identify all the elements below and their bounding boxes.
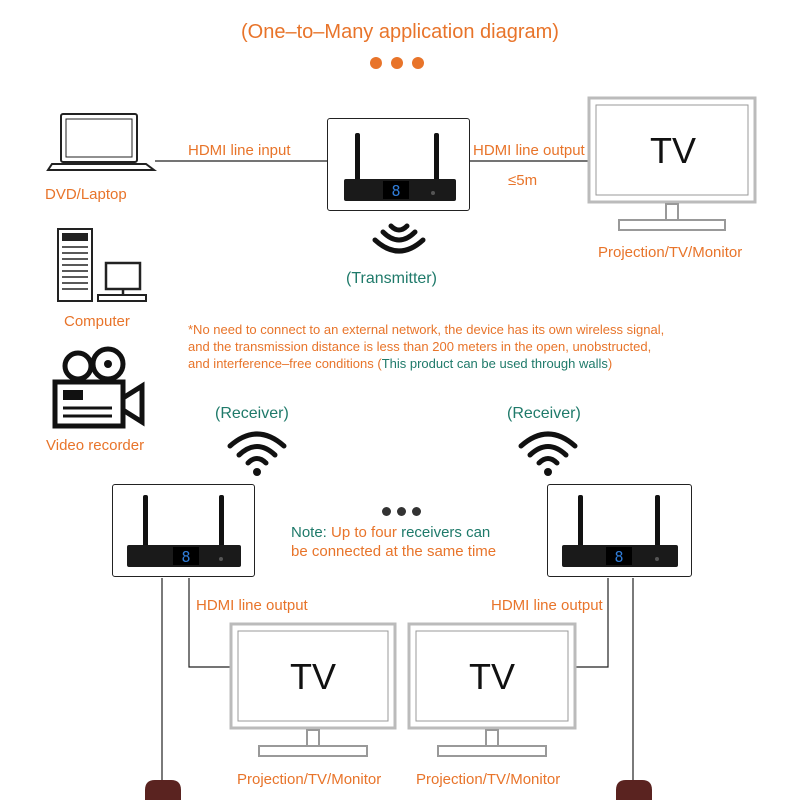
- receiver-label-left: (Receiver): [215, 405, 289, 422]
- laptop-label: DVD/Laptop: [45, 186, 127, 203]
- more-receivers-dots: [382, 503, 430, 521]
- tv-screen-label-bottom-right: TV: [469, 656, 516, 697]
- computer-icon: [57, 228, 147, 302]
- receiver-note: Note: Up to four receivers can be connec…: [291, 523, 496, 561]
- receiver-device-left: 8: [112, 484, 255, 577]
- transmitter-device: 8: [327, 118, 470, 211]
- receiver-note-line1: Note: Up to four receivers can: [291, 524, 491, 541]
- network-note-line1: *No need to connect to an external netwo…: [188, 322, 665, 337]
- receiver-label-right: (Receiver): [507, 405, 581, 422]
- network-note-line3: and interference–free conditions (This p…: [188, 356, 613, 371]
- hdmi-output-label-right: HDMI line output: [491, 597, 603, 614]
- hdmi-output-label-top: HDMI line output: [473, 142, 585, 159]
- receiver-icon-left: 8: [127, 495, 241, 567]
- receiver-display-left: 8: [181, 548, 190, 566]
- video-camera-icon: [52, 346, 145, 429]
- distance-label: ≤5m: [508, 172, 538, 189]
- receiver-display-right: 8: [614, 548, 623, 566]
- decorative-dots: [370, 56, 433, 74]
- tv-monitor-bottom-right: [407, 622, 577, 757]
- hdmi-output-label-left: HDMI line output: [196, 597, 308, 614]
- tv-monitor-bottom-left: [229, 622, 397, 757]
- tv-caption-bottom-left: Projection/TV/Monitor: [237, 771, 382, 788]
- wifi-icon-right: [518, 431, 578, 476]
- power-plug-icon-left: [145, 780, 181, 800]
- power-plug-icon-right: [616, 780, 652, 800]
- tv-caption-bottom-right: Projection/TV/Monitor: [416, 771, 561, 788]
- video-recorder-label: Video recorder: [46, 437, 145, 454]
- network-note: *No need to connect to an external netwo…: [188, 321, 664, 372]
- walls-highlight: This product can be used through walls: [381, 356, 608, 371]
- transmitter-icon: 8: [344, 133, 456, 201]
- broadcast-signal-icon: [372, 223, 426, 254]
- diagram-title: (One–to–Many application diagram): [241, 21, 559, 43]
- computer-label: Computer: [64, 313, 130, 330]
- receiver-note-line2: be connected at the same time: [291, 543, 497, 560]
- receiver-icon-right: 8: [562, 495, 678, 567]
- hdmi-input-label: HDMI line input: [188, 142, 291, 159]
- wifi-icon-left: [227, 431, 287, 476]
- tv-caption-top: Projection/TV/Monitor: [598, 244, 743, 261]
- receiver-count-highlight: Up to four: [331, 524, 397, 541]
- network-note-line2: and the transmission distance is less th…: [188, 339, 652, 354]
- laptop-icon: [46, 113, 157, 171]
- tv-screen-label-bottom-left: TV: [290, 656, 337, 697]
- transmitter-display: 8: [391, 182, 400, 200]
- transmitter-label: (Transmitter): [346, 270, 437, 287]
- tv-monitor-top: [587, 96, 757, 231]
- tv-screen-label-top: TV: [650, 130, 697, 171]
- receiver-device-right: 8: [547, 484, 692, 577]
